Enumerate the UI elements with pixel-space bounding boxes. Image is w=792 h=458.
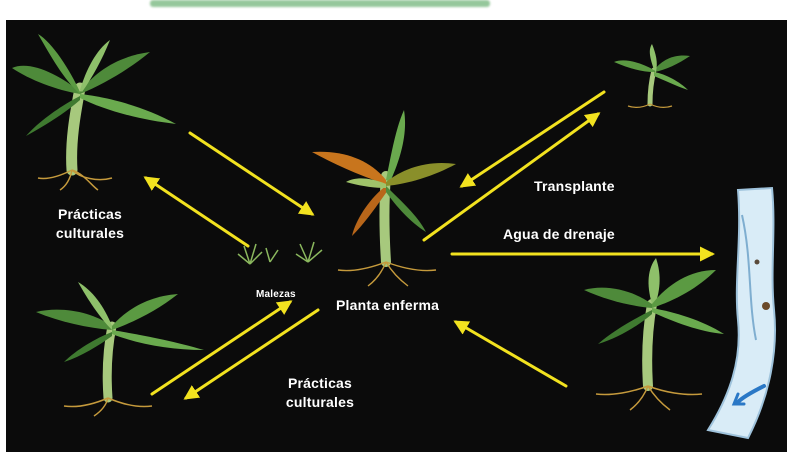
label-practicas-culturales-left: Prácticas culturales [44,205,136,243]
weed-icon [238,242,322,264]
label-line: culturales [265,393,375,412]
banana-plant-icon [614,44,690,107]
arrow-icon [456,322,566,386]
arrow-icon [462,92,604,186]
label-planta-enferma: Planta enferma [336,297,439,313]
banana-plant-icon [584,258,724,410]
label-line: Prácticas [265,374,375,393]
arrow-icon [424,114,598,240]
label-malezas: Malezas [256,289,296,300]
arrow-icon [146,178,248,246]
label-agua-de-drenaje: Agua de drenaje [503,226,615,242]
label-practicas-culturales-bottom: Prácticas culturales [265,374,375,412]
banana-plant-icon [36,282,204,416]
label-transplante: Transplante [534,178,615,194]
water-channel-icon [708,188,775,438]
banana-plant-icon [12,34,176,190]
arrow-icon [190,133,312,214]
label-line: Prácticas [44,205,136,224]
label-line: culturales [44,224,136,243]
banana-plant-icon [312,110,456,286]
